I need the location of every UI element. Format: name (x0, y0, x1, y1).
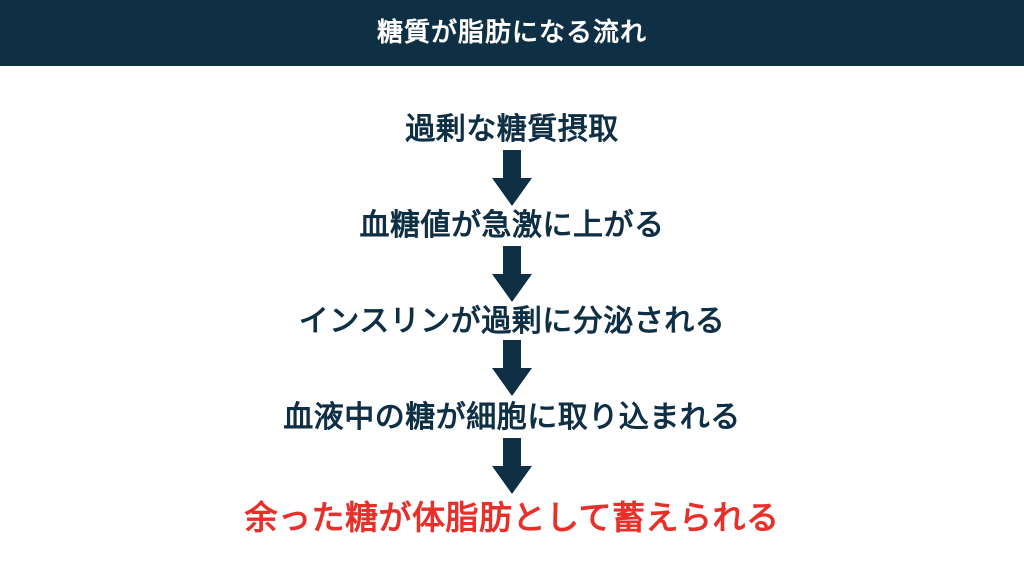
final-step-label: 余った糖が体脂肪として蓄えられる (244, 498, 780, 537)
arrow-down-icon (492, 246, 532, 302)
page-title: 糖質が脂肪になる流れ (376, 18, 647, 48)
flow-step-3: インスリンが過剰に分泌される (0, 302, 1024, 342)
arrow-down-icon (492, 438, 532, 494)
step-label: インスリンが過剰に分泌される (298, 304, 726, 339)
step-label: 血糖値が急激に上がる (359, 208, 665, 243)
flow-step-5: 余った糖が体脂肪として蓄えられる (0, 498, 1024, 538)
arrow-down-icon (492, 150, 532, 206)
step-label: 血液中の糖が細胞に取り込まれる (283, 400, 741, 435)
flow-step-2: 血糖値が急激に上がる (0, 206, 1024, 246)
header-bar: 糖質が脂肪になる流れ (0, 0, 1024, 66)
flow-step-1: 過剰な糖質摂取 (0, 110, 1024, 150)
flow-step-4: 血液中の糖が細胞に取り込まれる (0, 398, 1024, 438)
step-label: 過剰な糖質摂取 (405, 112, 619, 147)
arrow-down-icon (492, 340, 532, 396)
